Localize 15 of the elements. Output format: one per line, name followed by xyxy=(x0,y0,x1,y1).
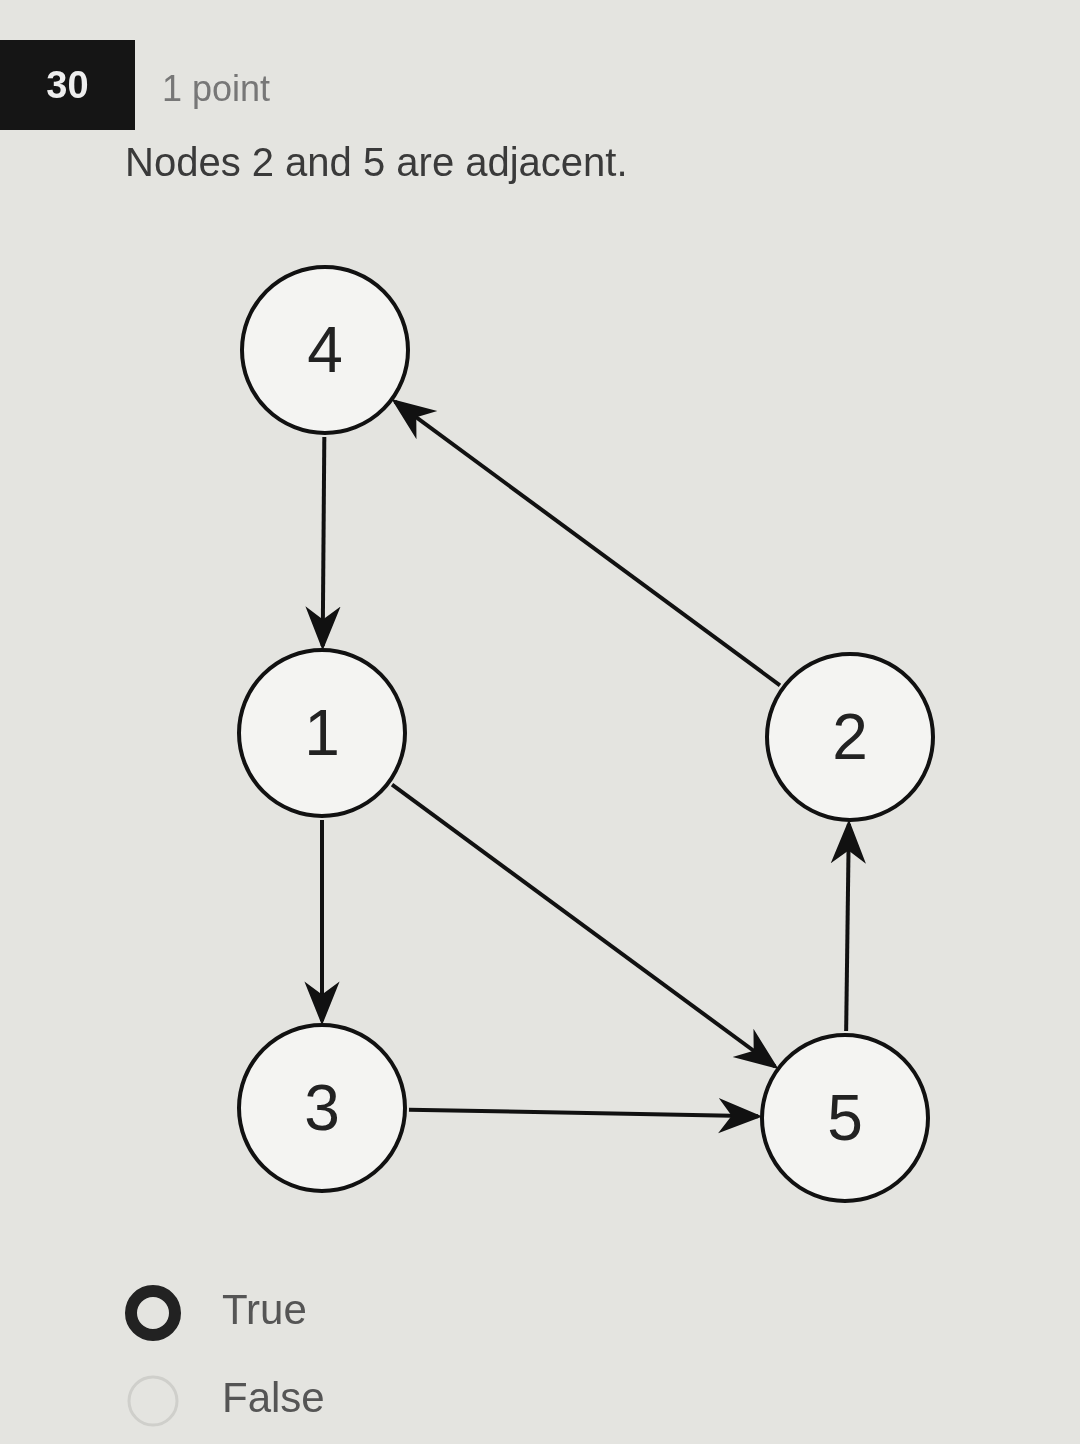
arrow xyxy=(305,437,341,651)
arrow xyxy=(391,399,782,687)
arrow xyxy=(830,819,866,1032)
question-number-badge: 30 xyxy=(0,40,135,130)
arrow xyxy=(304,820,340,1026)
points-text: 1 point xyxy=(162,68,271,110)
node-circle: 4 xyxy=(240,265,410,435)
node-circle: 1 xyxy=(237,648,407,818)
option-label: False xyxy=(222,1374,325,1422)
arrow xyxy=(390,782,779,1070)
question-text: Nodes 2 and 5 are adjacent. xyxy=(125,140,628,185)
node-circle: 5 xyxy=(760,1033,930,1203)
option-label: True xyxy=(222,1286,307,1334)
node-circle: 3 xyxy=(237,1023,407,1193)
node-circle: 2 xyxy=(765,652,935,822)
